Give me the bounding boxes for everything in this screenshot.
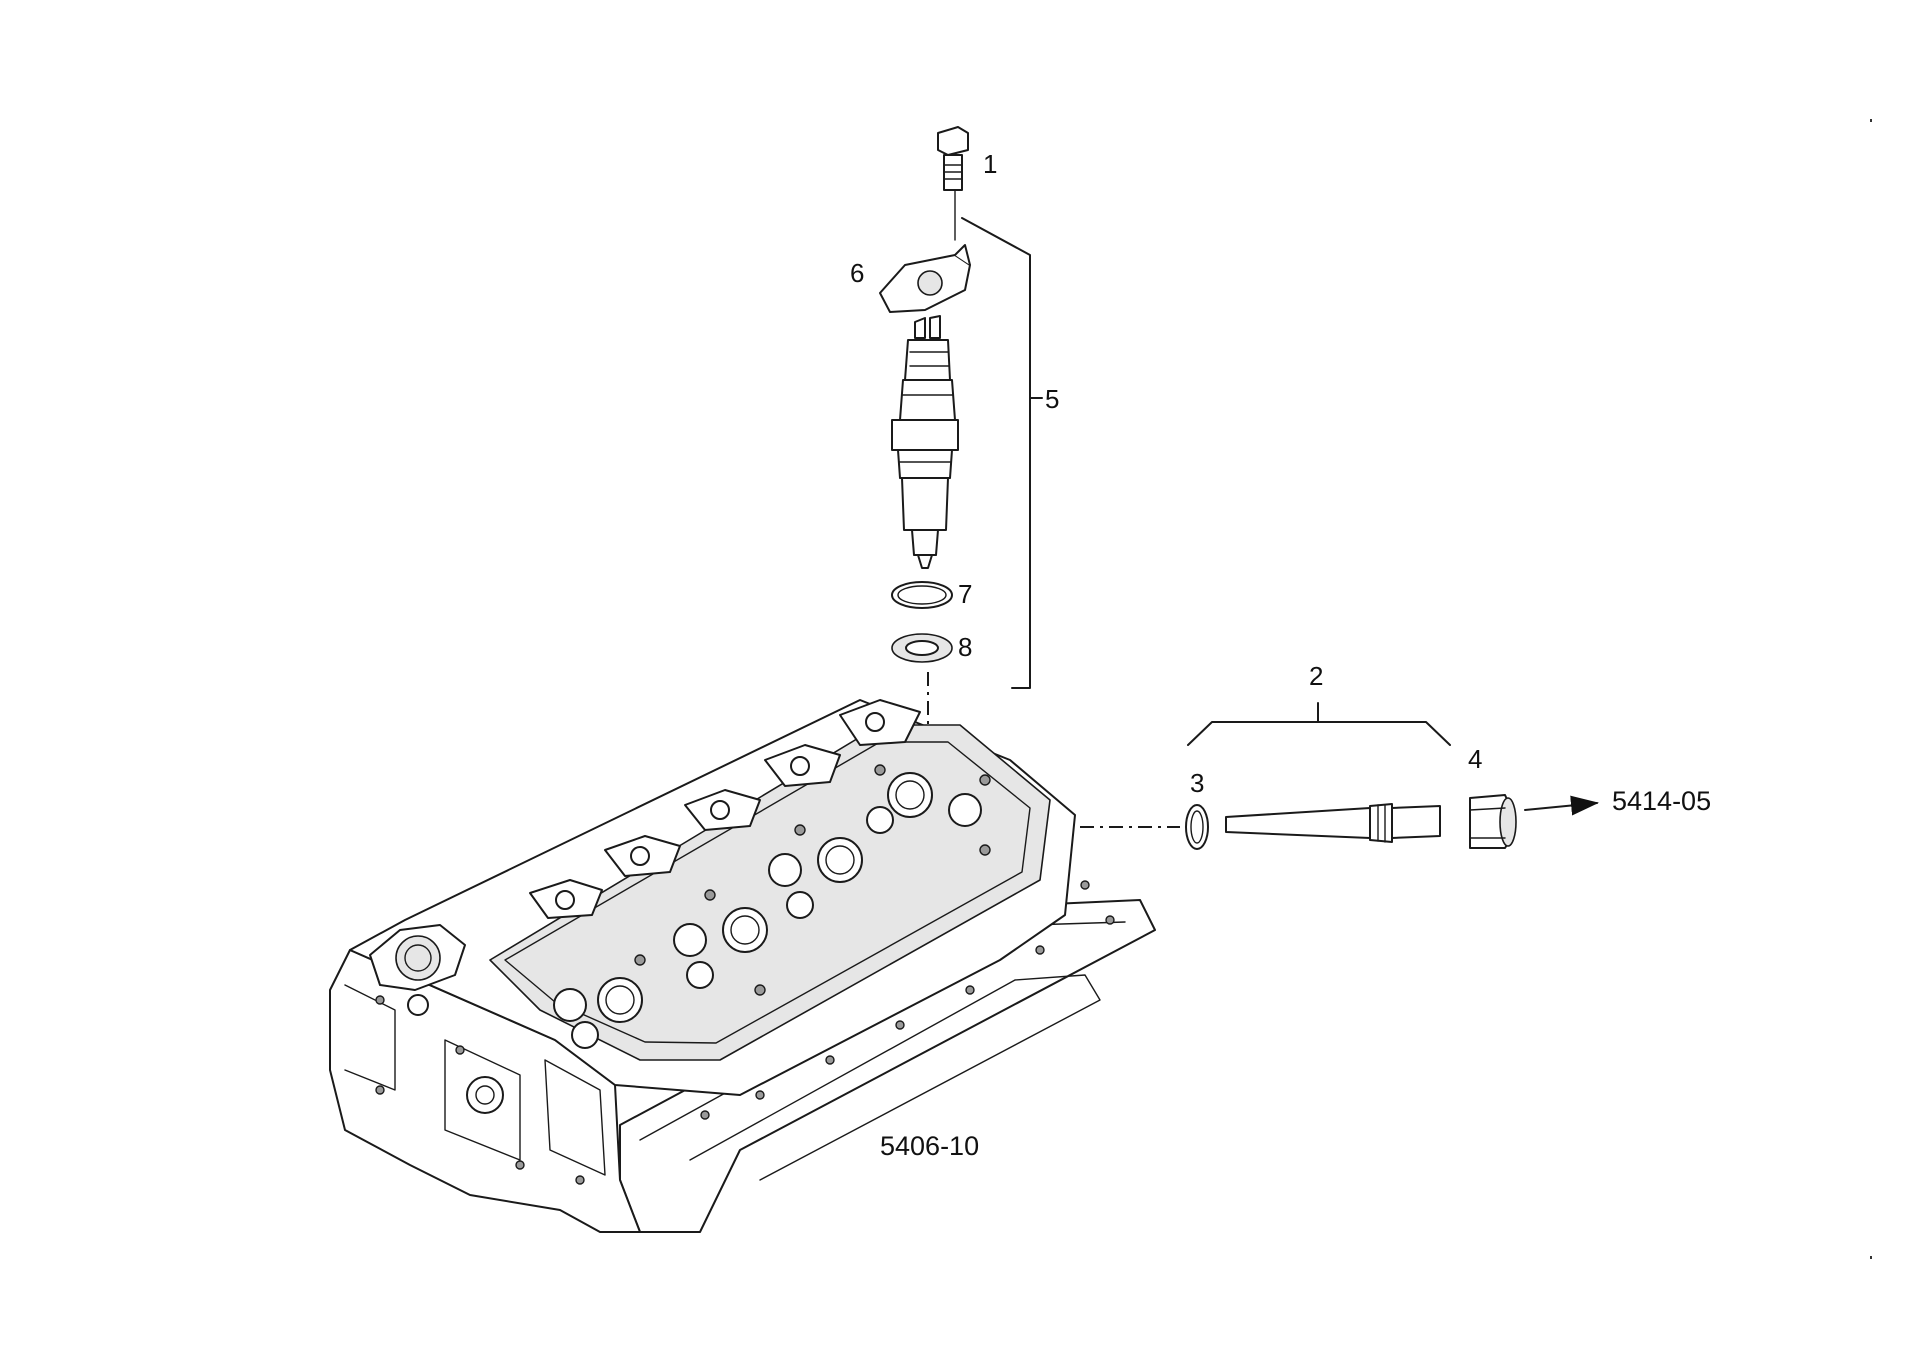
assembly-bracket-2 [1187,721,1451,746]
injector-washer [891,633,953,663]
fuel-injector [891,315,959,569]
callout-3: 3 [1190,768,1204,798]
injector-bolt [937,126,969,191]
valve-ports [553,764,991,1049]
reference-cylinder-head: 5406-10 [880,1131,979,1161]
callout-4: 4 [1468,744,1482,774]
callout-7: 7 [958,579,972,609]
fuel-connector-tube [1225,803,1441,843]
registration-marks [1870,119,1872,1259]
assembly-bracket-5 [961,217,1043,689]
connector-nut [1469,794,1517,849]
callout-5: 5 [1045,384,1059,414]
rocker-bosses [529,699,921,919]
deck-bolt-holes [700,880,1115,1120]
injector-clamp [879,244,971,313]
callout-6: 6 [850,258,864,288]
callout-8: 8 [958,632,972,662]
connector-o-ring [1185,804,1209,850]
callout-2: 2 [1309,661,1323,691]
callout-1: 1 [983,149,997,179]
cylinder-head [329,699,1156,1233]
reference-fuel-line: 5414-05 [1612,786,1711,816]
right-arrow-icon [1524,795,1599,816]
